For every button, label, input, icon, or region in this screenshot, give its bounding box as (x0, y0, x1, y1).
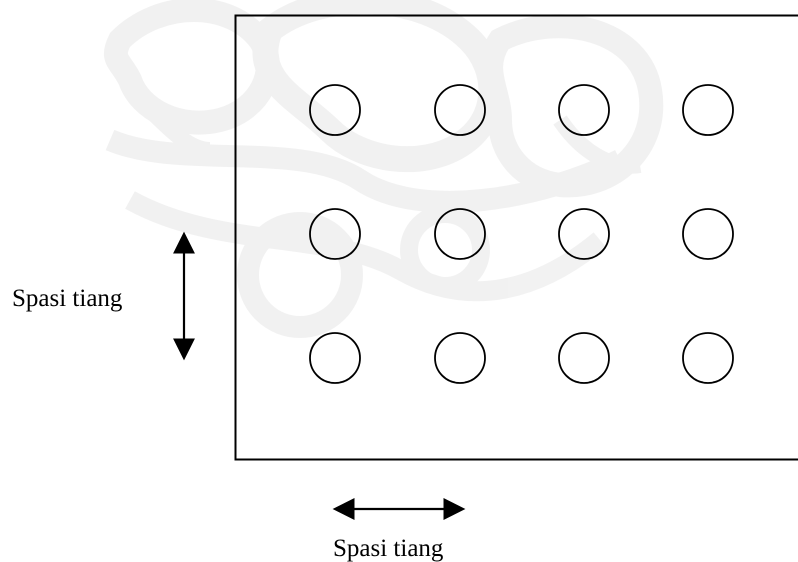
horizontal-spacing-label: Spasi tiang (333, 535, 444, 562)
pile-circle-r2-c4 (682, 208, 734, 260)
pile-circle-r2-c2 (434, 208, 486, 260)
pile-cap-outline (234, 14, 798, 461)
pile-circle-r3-c3 (558, 332, 610, 384)
pile-grid (309, 84, 734, 384)
watermark-logo (103, 0, 664, 338)
pile-circle-r2-c1 (309, 208, 361, 260)
pile-circle-r2-c3 (558, 208, 610, 260)
pile-circle-r3-c4 (682, 332, 734, 384)
pile-circle-r3-c1 (309, 332, 361, 384)
pile-circle-r3-c2 (434, 332, 486, 384)
pile-circle-r1-c4 (682, 84, 734, 136)
vertical-spacing-label: Spasi tiang (12, 285, 123, 312)
pile-circle-r1-c2 (434, 84, 486, 136)
pile-circle-r1-c1 (309, 84, 361, 136)
pile-circle-r1-c3 (558, 84, 610, 136)
